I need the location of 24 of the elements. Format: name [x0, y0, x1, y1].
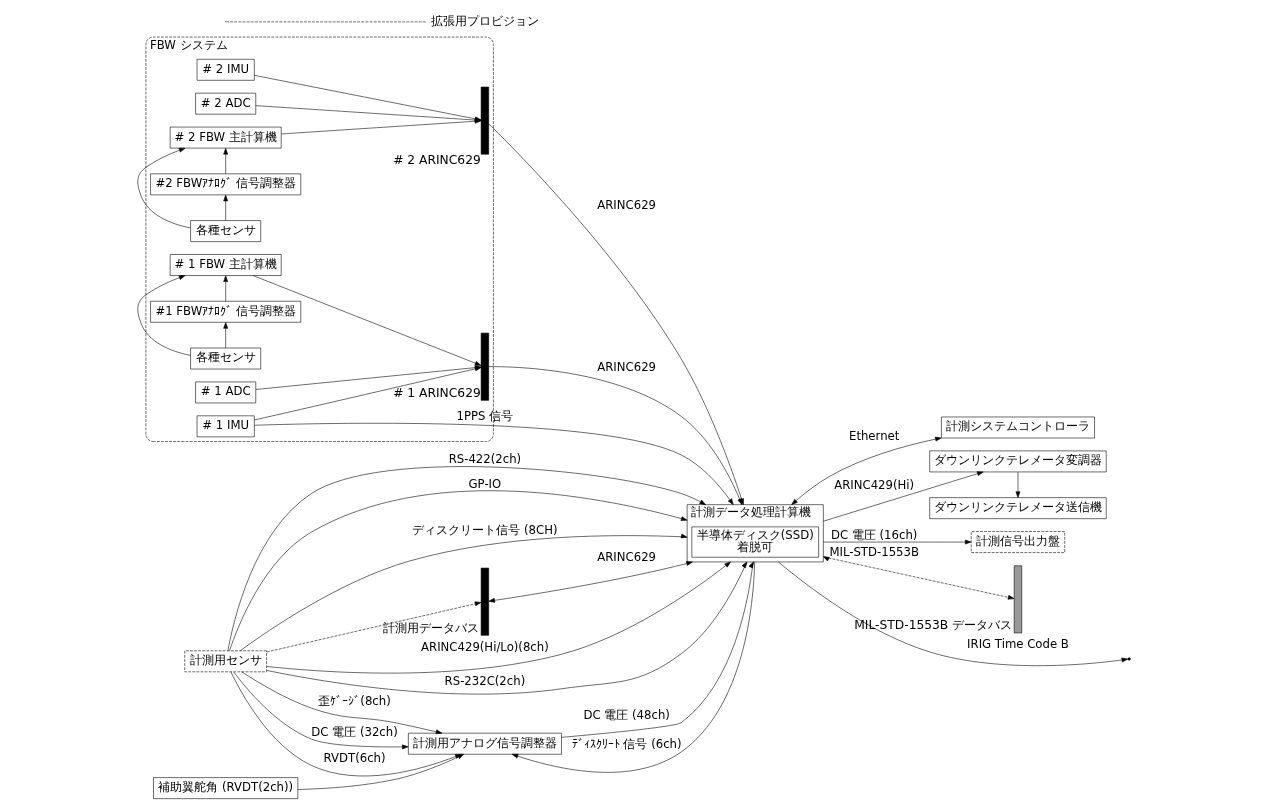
edge-label: ARINC429(Hi) — [833, 477, 914, 492]
edge-label: ARINC629 — [596, 359, 656, 374]
edge-label: 1PPS 信号 — [456, 408, 513, 423]
edge-label: ARINC629 — [596, 549, 656, 564]
legend-label: 拡張用プロビジョン — [430, 13, 539, 28]
edge-label: IRIG Time Code B — [966, 636, 1069, 651]
node-label: # 1 ARINC629 — [392, 385, 481, 400]
edge-label: ディスクリート信号 (8CH) — [411, 522, 558, 537]
edge-label: RS-422(2ch) — [448, 451, 521, 466]
edge-label: ARINC429(Hi/Lo)(8ch) — [420, 639, 549, 654]
node-label: # 2 ARINC629 — [392, 152, 481, 167]
edge-label: DC 電圧 (32ch) — [310, 724, 398, 739]
edge-label: RS-232C(2ch) — [444, 673, 525, 688]
edge-label: MIL-STD-1553B — [828, 544, 919, 559]
edge-label: ARINC629 — [596, 197, 656, 212]
edge-label: DC 電圧 (16ch) — [830, 527, 917, 542]
edge-label: RVDT(6ch) — [323, 750, 386, 765]
node-label: 計測用データバス — [382, 620, 479, 635]
edge-label: DC 電圧 (48ch) — [582, 707, 670, 722]
node-label: MIL-STD-1553B データバス — [853, 617, 1012, 632]
edge-label: ﾃﾞｨｽｸﾘｰﾄ 信号 (6ch) — [571, 736, 682, 751]
edge-label: GP-IO — [468, 476, 501, 491]
edge-label: 歪ｹﾞｰｼﾞ(8ch) — [317, 693, 391, 708]
edge-label: Ethernet — [848, 428, 899, 443]
